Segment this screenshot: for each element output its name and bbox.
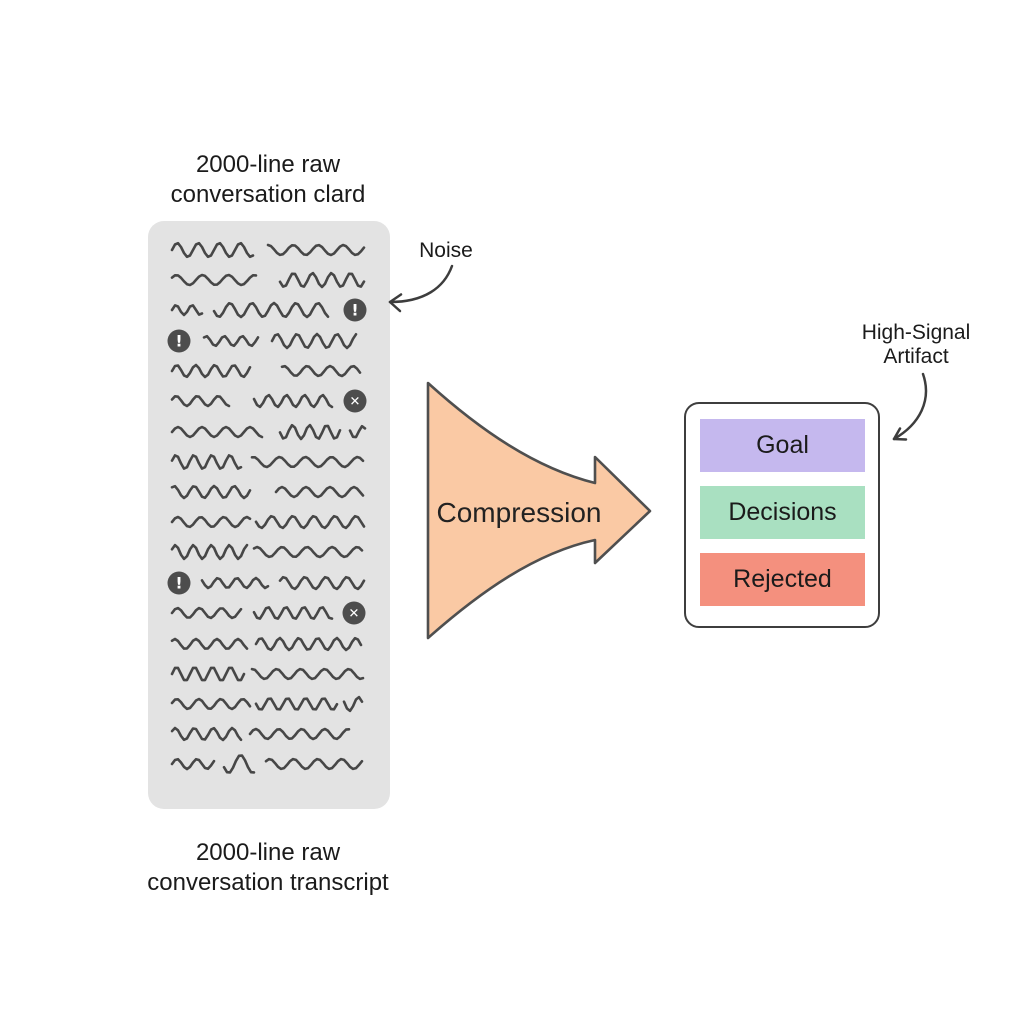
artifact-item-rejected: Rejected bbox=[700, 553, 865, 606]
artifact-card: Goal Decisions Rejected bbox=[684, 402, 880, 628]
transcript-title-bottom-line1: 2000-line raw bbox=[195, 839, 341, 866]
artifact-label-line1: High-Signal bbox=[861, 321, 971, 344]
noise-label: Noise bbox=[419, 239, 473, 262]
noise-arrow-icon bbox=[388, 264, 454, 313]
transcript-title-bottom-line2: conversation transcript bbox=[147, 869, 389, 896]
artifact-item-decisions-label: Decisions bbox=[728, 498, 837, 526]
transcript-title-top-line2: conversation clard bbox=[170, 181, 366, 208]
transcript-title-bottom: 2000-line raw conversation transcript bbox=[103, 838, 433, 898]
artifact-item-goal: Goal bbox=[700, 419, 865, 472]
artifact-arrow-icon bbox=[892, 372, 928, 441]
artifact-label-line2: Artifact bbox=[883, 345, 949, 368]
transcript-panel bbox=[148, 221, 390, 809]
artifact-item-goal-label: Goal bbox=[756, 431, 809, 459]
transcript-title-top-line1: 2000-line raw bbox=[195, 151, 341, 178]
artifact-label: High-Signal Artifact bbox=[816, 321, 1016, 369]
artifact-item-decisions: Decisions bbox=[700, 486, 865, 539]
artifact-item-rejected-label: Rejected bbox=[733, 565, 832, 593]
compression-label: Compression bbox=[436, 497, 602, 528]
transcript-title-top: 2000-line raw conversation clard bbox=[103, 150, 433, 210]
